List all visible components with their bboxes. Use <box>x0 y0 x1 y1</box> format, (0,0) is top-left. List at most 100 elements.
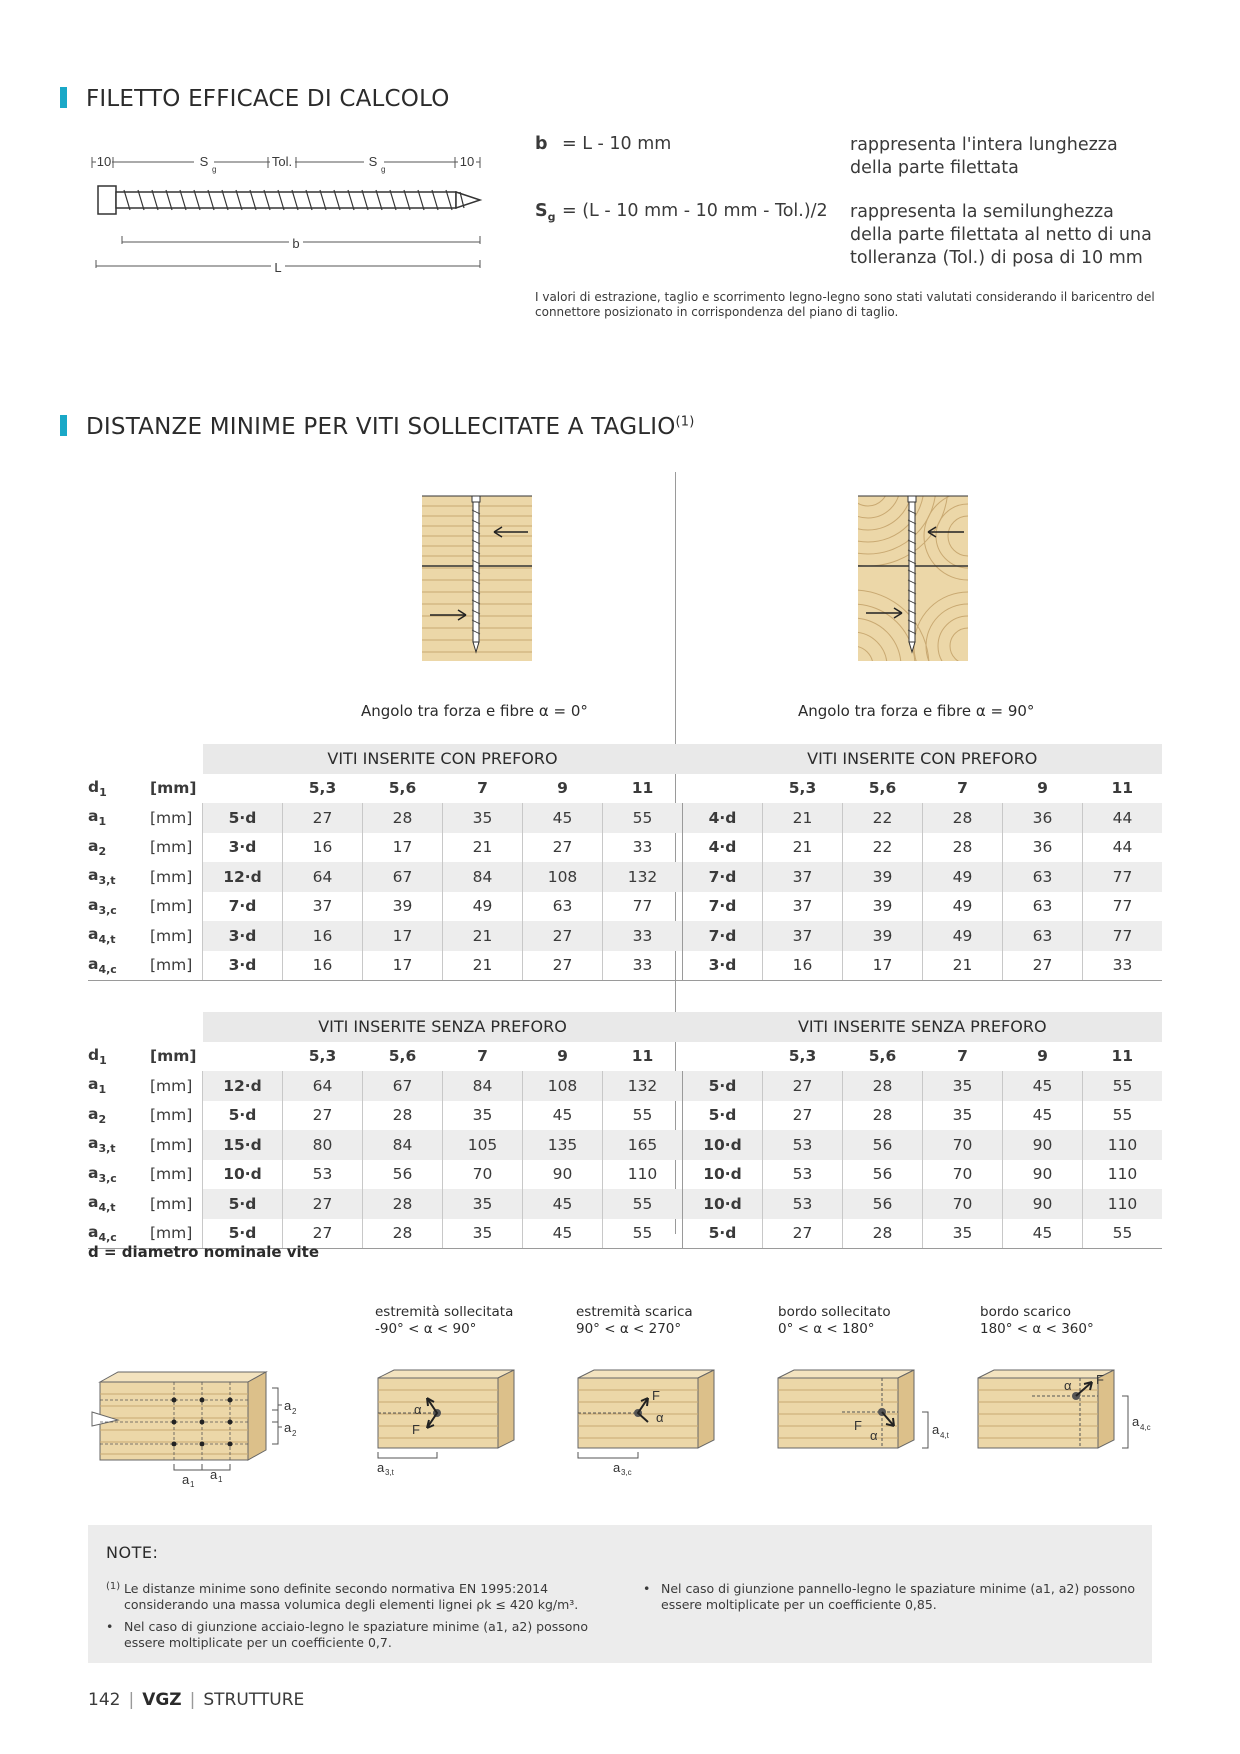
note-3: Nel caso di giunzione pannello-legno le … <box>661 1581 1136 1612</box>
value-cell: 63 <box>1002 862 1083 892</box>
value-cell: 33 <box>1082 950 1162 981</box>
section-title-thread: FILETTO EFFICACE DI CALCOLO <box>60 86 450 112</box>
dim-sg-right: S <box>369 154 378 169</box>
unit-label: [mm] <box>150 950 203 981</box>
value-cell: 16 <box>282 921 363 951</box>
row-label: a3,t <box>88 862 150 892</box>
screw-vertical-icon <box>471 495 481 654</box>
diameter-header: 9 <box>1037 1047 1048 1066</box>
value-cell: 49 <box>922 891 1003 921</box>
diameter-header: 11 <box>1111 1047 1134 1066</box>
unit-label: [mm] <box>150 1189 203 1219</box>
row-label: a2 <box>88 1104 107 1126</box>
value-cell: 53 <box>282 1159 363 1189</box>
notes-title: NOTE: <box>106 1543 159 1562</box>
case-label-loaded-end: estremità sollecitata-90° < α < 90° <box>375 1304 514 1337</box>
svg-text:α: α <box>656 1410 664 1425</box>
svg-text:α: α <box>870 1428 878 1443</box>
value-cell: 70 <box>922 1159 1003 1189</box>
value-cell: 55 <box>602 1100 683 1130</box>
diameter-header: 5,6 <box>868 1047 897 1066</box>
row-label: a2 <box>88 836 107 858</box>
value-cell: 67 <box>362 862 443 892</box>
value-cell: 17 <box>362 832 443 862</box>
value-cell: 28 <box>362 1100 443 1130</box>
svg-text:a: a <box>932 1422 940 1437</box>
row-label-d1: d1 <box>88 1045 107 1067</box>
value-cell: 27 <box>1002 950 1083 981</box>
factor-left: 5∙d <box>202 1218 283 1249</box>
factor-right: 7∙d <box>682 891 763 921</box>
screw-vertical-icon <box>907 495 917 654</box>
value-cell: 16 <box>762 950 843 981</box>
value-cell: 27 <box>522 950 603 981</box>
diameter-header: 5,3 <box>788 779 817 798</box>
unit-label: [mm] <box>150 1106 193 1125</box>
dim-10-left: 10 <box>97 154 111 169</box>
row-label: a3,t <box>88 1130 150 1160</box>
factor-right: 10∙d <box>682 1130 763 1160</box>
value-cell: 70 <box>442 1159 523 1189</box>
value-cell: 39 <box>842 862 923 892</box>
value-cell: 110 <box>602 1159 683 1189</box>
factor-right: 7∙d <box>682 921 763 951</box>
svg-text:a: a <box>210 1467 218 1482</box>
unit-label: [mm] <box>150 862 203 892</box>
value-cell: 132 <box>602 862 683 892</box>
row-label: a4,t <box>88 921 150 951</box>
value-cell: 22 <box>842 832 923 862</box>
value-cell: 37 <box>762 862 843 892</box>
note-2: Nel caso di giunzione acciaio-legno le s… <box>124 1619 588 1650</box>
section-name: STRUTTURE <box>203 1690 305 1710</box>
value-cell: 56 <box>842 1130 923 1160</box>
value-cell: 64 <box>282 1071 363 1101</box>
unit-label: [mm] <box>150 1218 203 1249</box>
value-cell: 77 <box>1082 921 1162 951</box>
row-label: a4,c <box>88 1218 150 1249</box>
notes-panel: NOTE: (1) Le distanze minime sono defini… <box>88 1525 1152 1663</box>
factor-right: 5∙d <box>682 1100 763 1130</box>
unit-label: [mm] <box>150 1130 203 1160</box>
svg-text:a: a <box>377 1460 385 1475</box>
arrow-right-icon <box>430 609 467 621</box>
value-cell: 39 <box>842 891 923 921</box>
value-cell: 27 <box>282 803 363 833</box>
value-cell: 90 <box>1002 1130 1083 1160</box>
value-cell: 27 <box>282 1189 363 1219</box>
value-cell: 56 <box>842 1159 923 1189</box>
arrow-left-icon <box>927 526 964 538</box>
value-cell: 70 <box>922 1189 1003 1219</box>
factor-right: 4∙d <box>682 832 763 862</box>
svg-text:3,c: 3,c <box>621 1468 632 1477</box>
diameter-header: 9 <box>1037 779 1048 798</box>
value-cell: 21 <box>442 950 523 981</box>
value-cell: 84 <box>442 1071 523 1101</box>
row-label: a4,c <box>88 950 150 981</box>
value-cell: 70 <box>922 1130 1003 1160</box>
value-cell: 28 <box>362 803 443 833</box>
value-cell: 67 <box>362 1071 443 1101</box>
value-cell: 64 <box>282 862 363 892</box>
unit-label: [mm] <box>150 1047 197 1066</box>
value-cell: 21 <box>762 803 843 833</box>
unit-label: [mm] <box>150 897 193 916</box>
svg-text:a: a <box>182 1472 190 1487</box>
value-cell: 165 <box>602 1130 683 1160</box>
value-cell: 84 <box>362 1130 443 1160</box>
svg-text:F: F <box>1096 1372 1104 1387</box>
factor-right: 3∙d <box>682 950 763 981</box>
value-cell: 16 <box>282 832 363 862</box>
table-header-left: VITI INSERITE SENZA PREFORO <box>202 1012 683 1042</box>
svg-text:α: α <box>1064 1378 1072 1393</box>
factor-right: 5∙d <box>682 1071 763 1101</box>
factor-left: 5∙d <box>202 1189 283 1219</box>
value-cell: 27 <box>282 1218 363 1249</box>
value-cell: 36 <box>1002 803 1083 833</box>
